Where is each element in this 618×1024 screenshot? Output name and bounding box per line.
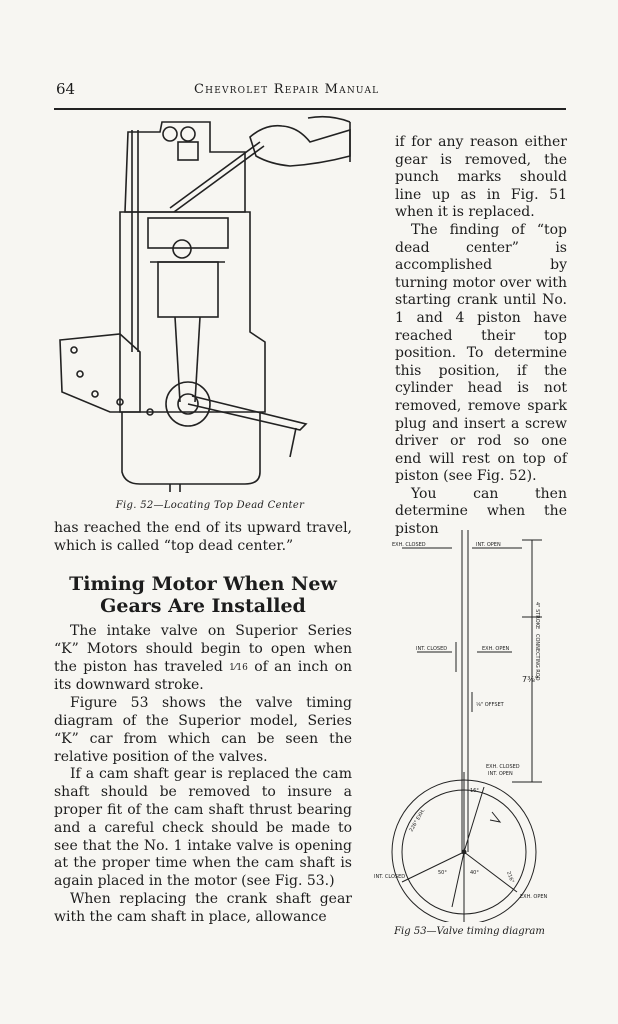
label-angle-a: 16°: [470, 788, 479, 794]
figure-53-caption: Fig 53—Valve timing diagram: [394, 926, 545, 937]
right-paragraph: The finding of “top dead center” is acco…: [395, 221, 567, 485]
body-paragraph: If a cam shaft gear is replaced the cam …: [54, 766, 352, 890]
header-rule: [54, 108, 566, 110]
label-rod-length: 7⅜": [522, 675, 539, 684]
continuation-paragraph: has reached the end of its upward travel…: [54, 520, 352, 554]
label-stroke: 4" STROKE: [534, 602, 540, 629]
section-heading: Timing Motor When New Gears Are Installe…: [69, 573, 337, 617]
right-paragraph: You can then determine when the piston: [395, 485, 567, 538]
left-column-body: The intake valve on Superior Series “K” …: [54, 623, 352, 927]
label-int-closed-mid: INT. CLOSED: [416, 646, 447, 652]
label-int-open-low: INT. OPEN: [488, 771, 513, 777]
label-int-closed-bottom: INT. CLOSED: [374, 874, 405, 880]
label-angle-c: 40°: [470, 870, 479, 876]
intake-valve-text-end: of an inch on its downward stroke.: [54, 658, 353, 694]
right-paragraph: if for any reason either gear is removed…: [395, 134, 567, 221]
figure-52-caption: Fig. 52—Locating Top Dead Center: [115, 500, 305, 511]
left-column-continuation: has reached the end of its upward travel…: [54, 520, 352, 556]
label-exh-closed-low: EXH. CLOSED: [486, 764, 520, 770]
right-column: if for any reason either gear is removed…: [395, 134, 567, 539]
label-exh-open-mid: EXH. OPEN: [482, 646, 510, 652]
page-header: 64 Chevrolet Repair Manual: [54, 78, 566, 104]
label-angle-b: 50°: [438, 870, 447, 876]
page-number: 64: [56, 80, 76, 98]
label-connecting-rod: CONNECTING ROD: [534, 634, 540, 681]
body-paragraph: The intake valve on Superior Series “K” …: [54, 623, 352, 695]
running-title: Chevrolet Repair Manual: [194, 82, 380, 97]
body-paragraph: When replacing the crank shaft gear with…: [54, 890, 352, 925]
label-int-open-top: INT. OPEN: [476, 542, 501, 548]
label-exh-open-bottom: EXH. OPEN: [520, 894, 548, 900]
body-paragraph: Figure 53 shows the valve timing diagram…: [54, 695, 352, 765]
label-offset: ⅛" OFFSET: [476, 702, 505, 708]
intake-valve-text: The intake valve on Superior Series “K” …: [54, 623, 352, 675]
fraction-one-sixteenth: 1⁄16: [229, 662, 248, 673]
label-exh-closed-top: EXH. CLOSED: [392, 542, 426, 548]
label-angle-int: 216°: [505, 871, 515, 885]
figure-53-valve-timing-diagram: EXH. CLOSED INT. OPEN 4" STROKE CONNECTI…: [374, 530, 548, 922]
figure-52-engine-illustration: [59, 115, 351, 492]
